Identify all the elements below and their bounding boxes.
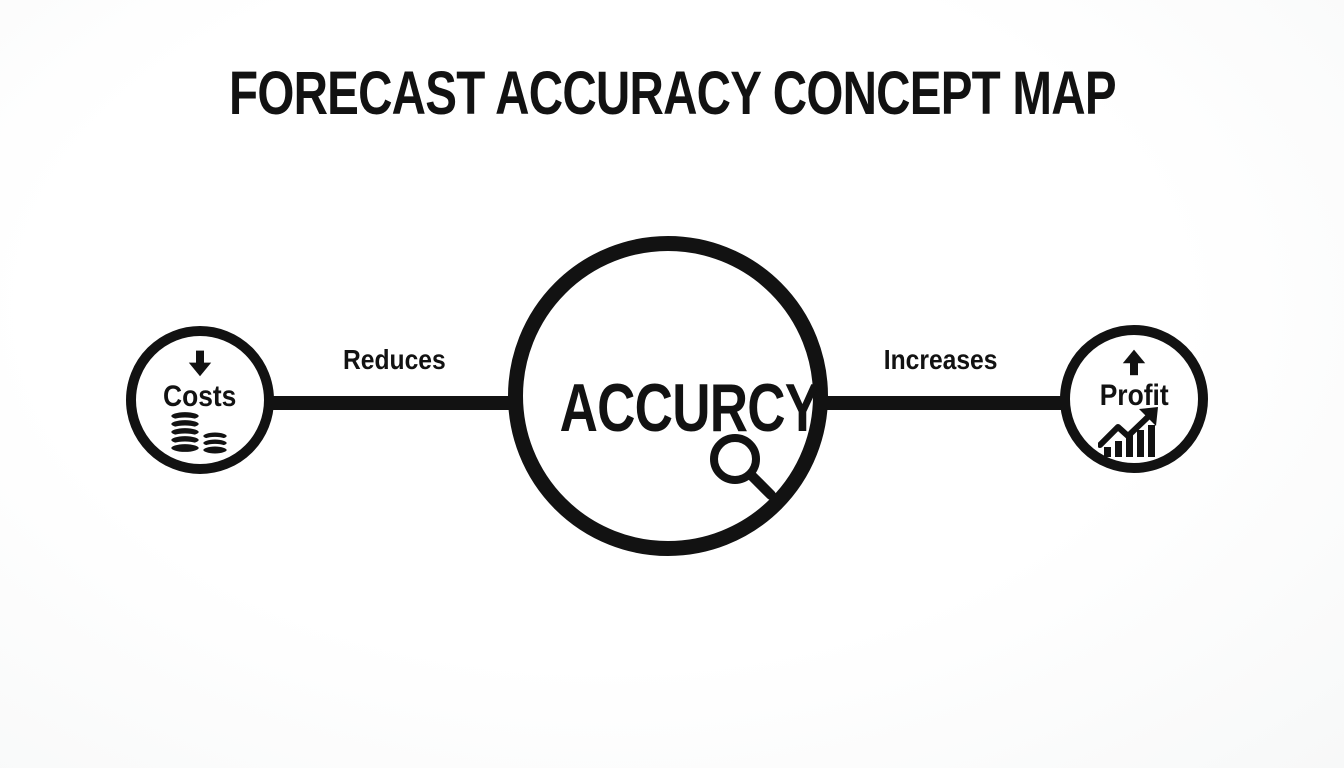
node-profit-label: Profit [1099, 379, 1169, 412]
node-accuracy: ACCURCY [508, 236, 828, 556]
page-title: FORECAST ACCURACY CONCEPT MAP [0, 58, 1344, 128]
edge-label-increases: Increases [884, 344, 998, 375]
node-profit: Profit [1060, 325, 1208, 473]
coin-stacks-icon [168, 409, 232, 457]
node-costs-label: Costs [163, 380, 237, 413]
arrow-down-icon [184, 348, 216, 382]
magnifier-icon [705, 429, 779, 503]
arrow-up-icon [1118, 347, 1150, 381]
edge-line-right [820, 396, 1068, 410]
edge-label-reduces: Reduces [342, 344, 446, 375]
node-costs: Costs [126, 326, 274, 474]
edge-line-left [266, 396, 516, 410]
node-accuracy-label: ACCURCY [559, 370, 821, 446]
page-title-text: FORECAST ACCURACY CONCEPT MAP [228, 59, 1117, 127]
growth-chart-icon [1097, 407, 1162, 457]
